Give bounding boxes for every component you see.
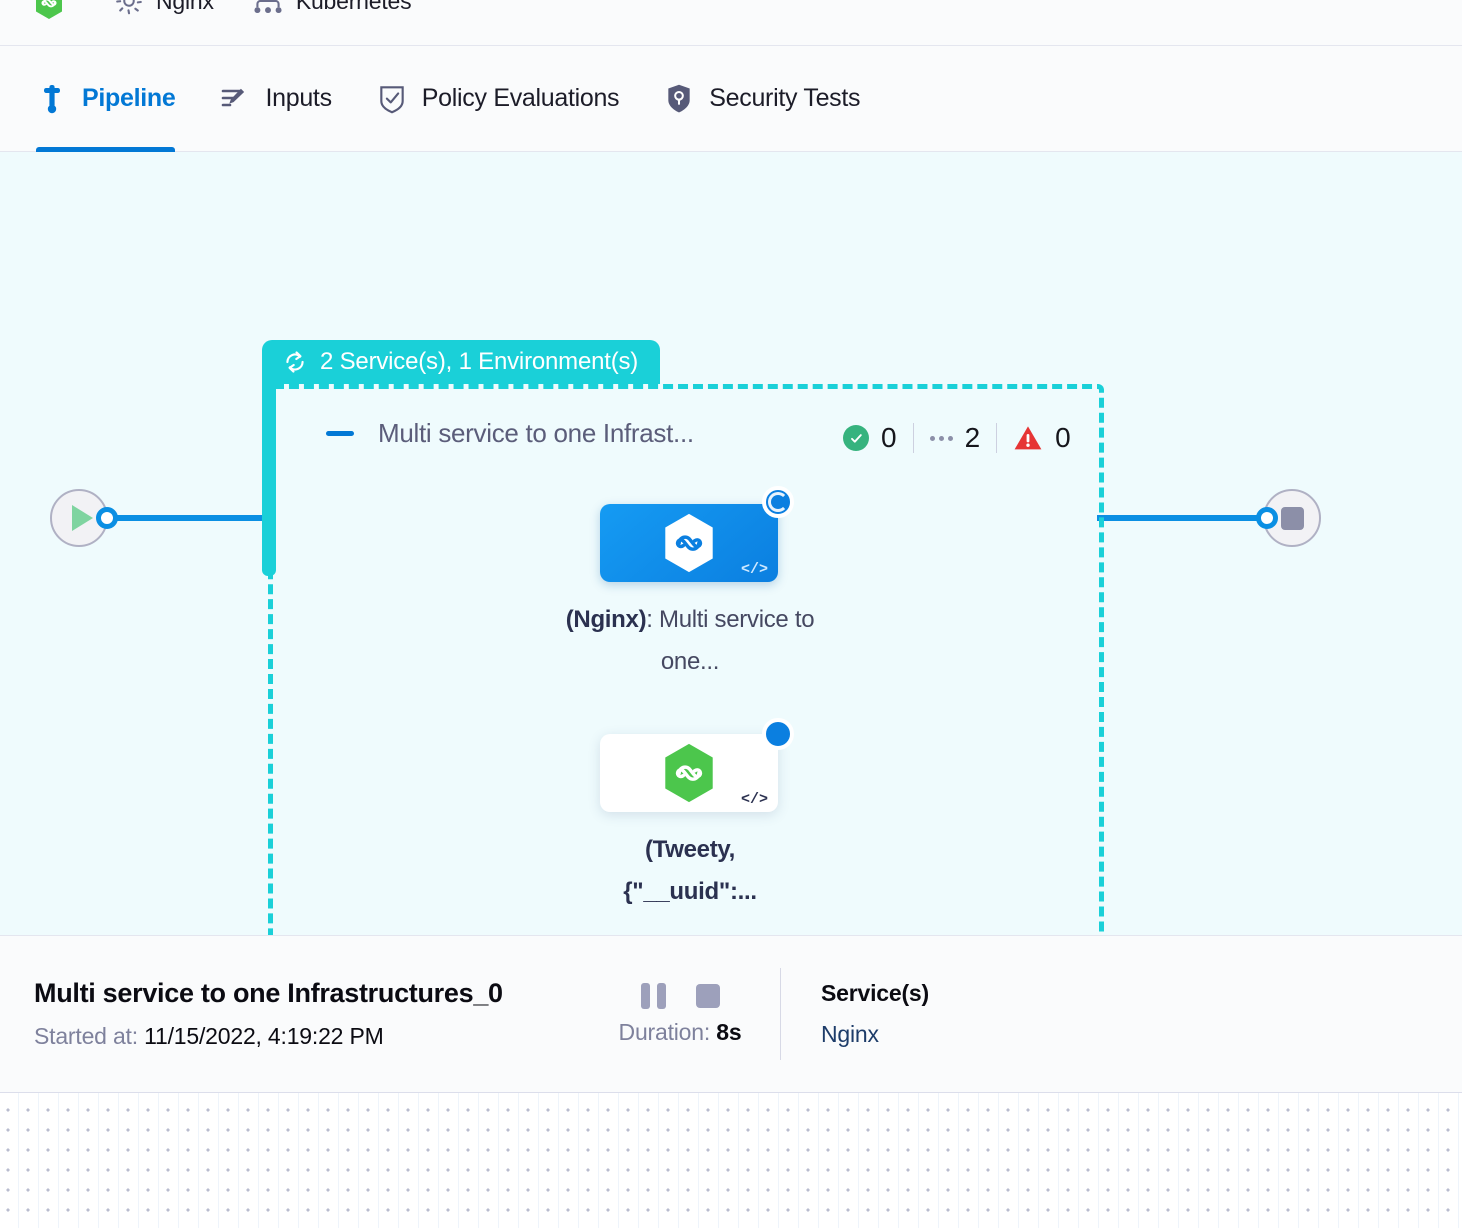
shield-check-icon	[376, 83, 408, 115]
counter-value: 2	[964, 422, 981, 453]
topstrip-item-nginx[interactable]: Nginx	[114, 0, 214, 16]
pipeline-canvas[interactable]: 2 Service(s), 1 Environment(s) Multi ser…	[0, 152, 1462, 935]
node-label-rest: : Multi service to one...	[646, 606, 815, 675]
tab-label: Policy Evaluations	[421, 84, 620, 112]
duration-row: Duration: 8s	[619, 1019, 742, 1046]
services-column: Service(s) Nginx	[821, 980, 941, 1048]
started-label: Started at:	[34, 1023, 138, 1049]
hexagon-infinity-icon	[36, 0, 62, 19]
execution-controls: Duration: 8s	[580, 982, 780, 1046]
hexagon-infinity-white-icon	[665, 513, 713, 573]
pipeline-end-node[interactable]	[1263, 489, 1321, 547]
pause-icon[interactable]	[640, 982, 666, 1009]
stage-header[interactable]: Multi service to one Infrast...	[326, 418, 694, 449]
tab-inputs[interactable]: Inputs	[219, 46, 332, 152]
topstrip-item-hexagon[interactable]	[34, 0, 76, 20]
execution-started: Started at: 11/15/2022, 4:19:22 PM	[34, 1023, 580, 1050]
counter-divider	[912, 423, 914, 453]
tab-policy-evaluations[interactable]: Policy Evaluations	[376, 46, 620, 152]
duration-label: Duration:	[618, 1018, 711, 1045]
tab-label: Inputs	[265, 84, 332, 112]
loop-repeat-icon	[286, 351, 304, 373]
stop-icon	[1280, 506, 1304, 530]
node-label-bold: (Nginx)	[565, 606, 647, 633]
node-label-line2: {"__uuid":...	[623, 878, 757, 905]
spinner-running-icon	[762, 486, 794, 518]
execution-summary: Multi service to one Infrastructures_0 S…	[0, 978, 580, 1050]
counter-running: 2	[914, 422, 997, 454]
code-brackets-icon: </>	[740, 791, 768, 808]
node-card-nginx[interactable]: </>	[600, 504, 778, 582]
node-label-nginx: (Nginx): Multi service to one...	[540, 599, 840, 683]
play-icon	[71, 505, 93, 531]
stage-group-dashed-box	[268, 384, 1104, 935]
started-value: 11/15/2022, 4:19:22 PM	[144, 1023, 384, 1049]
ellipsis-icon	[929, 435, 953, 441]
tab-label: Pipeline	[82, 84, 176, 112]
execution-info-panel: Multi service to one Infrastructures_0 S…	[0, 935, 1462, 1093]
counter-value: 0	[881, 422, 897, 453]
stage-title: Multi service to one Infrast...	[378, 418, 694, 448]
tab-security-tests[interactable]: Security Tests	[663, 46, 861, 152]
node-label-tweety: (Tweety, {"__uuid":...	[540, 829, 840, 913]
check-circle-icon	[843, 425, 869, 451]
connector-dot-end[interactable]	[1256, 507, 1278, 529]
connector-line-right	[1097, 515, 1265, 521]
stage-group-accent-bar	[262, 376, 276, 576]
topstrip-item-kubernetes[interactable]: Kubernetes	[252, 0, 412, 16]
minus-icon[interactable]	[326, 431, 354, 436]
node-card-tweety[interactable]: </>	[600, 734, 778, 812]
control-buttons	[640, 982, 720, 1009]
warning-triangle-icon	[1014, 426, 1042, 450]
stop-square-icon[interactable]	[695, 983, 720, 1008]
execution-title: Multi service to one Infrastructures_0	[34, 978, 503, 1008]
stage-group-header[interactable]: 2 Service(s), 1 Environment(s)	[262, 340, 661, 384]
running-dot-icon	[762, 718, 794, 750]
panel-divider	[780, 968, 781, 1060]
services-value[interactable]: Nginx	[821, 1021, 879, 1047]
code-brackets-icon: </>	[740, 561, 768, 578]
tab-pipeline[interactable]: Pipeline	[36, 46, 176, 152]
breadcrumb-strip: Nginx Kubernetes	[0, 0, 1462, 46]
stage-group-header-label: 2 Service(s), 1 Environment(s)	[320, 348, 639, 375]
services-header: Service(s)	[821, 980, 929, 1006]
pipeline-icon	[36, 83, 68, 115]
connector-dot-start[interactable]	[96, 507, 118, 529]
dotted-grid-background	[0, 1093, 1462, 1228]
inputs-wand-icon	[219, 83, 251, 115]
gear-icon	[116, 0, 142, 15]
tab-bar: Pipeline Inputs Policy Evaluations	[0, 46, 1462, 152]
node-label-line1: (Tweety,	[644, 836, 736, 863]
duration-value: 8s	[716, 1018, 742, 1045]
tab-label: Security Tests	[709, 84, 861, 112]
stage-status-counters: 0 2 0	[843, 422, 1087, 454]
counter-divider	[996, 423, 998, 453]
shield-scan-icon	[663, 83, 695, 115]
connector-line-left	[110, 515, 262, 521]
counter-failed: 0	[997, 422, 1087, 454]
topstrip-item-label: Nginx	[156, 0, 214, 14]
hexagon-infinity-green-icon	[665, 743, 713, 803]
kubernetes-node-icon	[254, 0, 282, 14]
counter-success: 0	[843, 422, 913, 454]
topstrip-item-label: Kubernetes	[295, 0, 412, 14]
counter-value: 0	[1055, 422, 1071, 453]
